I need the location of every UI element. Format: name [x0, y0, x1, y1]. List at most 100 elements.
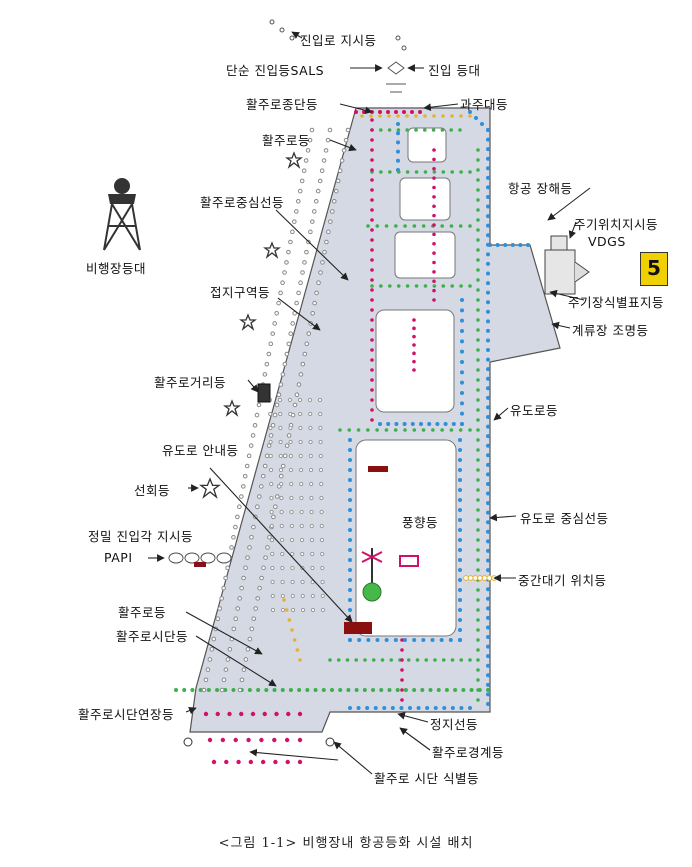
taxiway-centerline-light	[476, 668, 480, 672]
touchdown-zone-light	[289, 523, 294, 529]
runway-centerline-light	[304, 341, 310, 347]
touchdown-zone-light	[280, 551, 285, 557]
taxi-red-light	[432, 195, 436, 199]
threshold-wingbar-light	[428, 688, 433, 692]
touchdown-zone-light	[269, 537, 275, 543]
runway-centerline-light	[233, 524, 238, 530]
label-stopway: 과주대등	[460, 97, 509, 112]
stop-bar-light	[400, 688, 404, 692]
touchdown-zone-light	[268, 453, 273, 459]
taxiway-centerline-light	[476, 438, 480, 442]
taxiway-centerline-light	[476, 268, 480, 272]
runway-centerline-light	[259, 575, 264, 581]
taxiway-centerline-light	[405, 284, 410, 288]
runway-centerline-light	[294, 300, 299, 306]
taxiway-centerline-light	[476, 328, 480, 332]
taxiway-edge-light	[348, 598, 352, 602]
threshold-wingbar-light	[453, 688, 458, 692]
runway-centerline-light	[257, 585, 262, 591]
runway-centerline-light	[268, 341, 274, 347]
taxiway-edge-light	[348, 498, 352, 502]
taxiway-edge-light	[348, 558, 352, 562]
taxiway-centerline-light	[405, 128, 410, 132]
label-approach-beacon: 진입 등대	[428, 63, 481, 78]
touchdown-zone-light	[309, 509, 314, 515]
taxiway-edge-light	[357, 638, 362, 642]
runway-centerline-light	[284, 260, 289, 265]
taxiway-edge-light	[458, 638, 462, 642]
touchdown-zone-light	[288, 411, 293, 417]
touchdown-zone-light	[309, 481, 314, 487]
taxiway-centerline-light	[336, 658, 341, 662]
runway-centerline-light	[303, 158, 309, 163]
touchdown-zone-light	[278, 439, 283, 445]
taxiway-centerline-light	[476, 168, 480, 172]
taxiway-centerline-light	[396, 284, 401, 288]
taxiway-edge-light	[486, 147, 490, 152]
threshold-id-light	[262, 711, 267, 717]
taxiway-edge-light	[443, 422, 448, 426]
taxi-red-light	[370, 188, 374, 192]
taxiway-edge-light	[486, 453, 490, 458]
runway-centerline-light	[241, 575, 246, 581]
taxiway-edge-light	[458, 598, 462, 602]
touchdown-zone-light	[300, 607, 306, 613]
runway-centerline-light	[282, 270, 287, 275]
taxiway-centerline-light	[414, 128, 418, 132]
stop-bar-light	[400, 698, 404, 702]
star-markers	[199, 151, 303, 499]
threshold-id-light	[220, 737, 226, 743]
taxiway-edge-light	[425, 706, 430, 710]
taxiway-centerline-light	[476, 258, 480, 262]
threshold-wingbar-light	[313, 688, 318, 692]
taxiway-centerline-light	[476, 458, 480, 462]
taxi-red-light	[370, 128, 374, 132]
runway-centerline-light	[310, 310, 315, 316]
runway-centerline-light	[263, 555, 268, 560]
runway-centerline-light	[280, 372, 286, 377]
taxiway-edge-light	[458, 568, 462, 572]
taxiway-yellow-light	[441, 114, 445, 118]
runway-centerline-light	[292, 219, 297, 224]
touchdown-zone-light	[269, 509, 274, 515]
taxiway-centerline-light	[476, 368, 480, 372]
touchdown-zone-light	[297, 397, 303, 403]
threshold-id-light	[250, 711, 256, 717]
taxiway-centerline-light	[476, 288, 480, 292]
runway-centerline-light	[266, 443, 272, 448]
taxiway-edge-light	[458, 538, 462, 542]
touchdown-zone-light	[288, 425, 293, 431]
taxiway-centerline-light	[379, 170, 383, 174]
label-runway-centerline: 활주로중심선등	[200, 195, 285, 210]
runway-centerline-light	[243, 657, 249, 662]
taxiway-centerline-light	[476, 238, 480, 242]
taxiway-edge-light	[450, 706, 455, 710]
runway-centerline-light	[284, 443, 290, 448]
runway-centerline-light	[252, 422, 258, 428]
label-wind-cone: 풍향등	[402, 515, 439, 530]
label-papi-title: 정밀 진입각 지시등	[88, 529, 193, 544]
taxiway-centerline-light	[366, 428, 370, 432]
taxi-red-light	[370, 328, 374, 332]
touchdown-zone-light	[310, 551, 315, 557]
taxiway-centerline-light	[379, 128, 383, 132]
taxi-red-light	[370, 408, 374, 412]
runway-centerline-light	[329, 209, 335, 214]
touchdown-zone-light	[319, 509, 324, 515]
runway-centerline-light	[266, 351, 272, 357]
taxiway-yellow-light	[282, 598, 286, 602]
taxiway-centerline-light	[441, 284, 446, 288]
taxiway-centerline-light	[394, 224, 398, 228]
taxiway-edge-light	[348, 538, 352, 542]
taxiway-edge-light	[396, 131, 400, 136]
taxi-red-light	[370, 278, 374, 282]
runway-centerline-light	[243, 565, 248, 571]
runway-centerline-light	[305, 148, 311, 153]
threshold-wingbar-light	[395, 688, 400, 692]
taxiway-edge-light	[486, 376, 490, 381]
threshold-id-light	[260, 759, 266, 765]
taxiway-edge-light	[486, 386, 490, 391]
taxiway-centerline-light	[468, 658, 472, 662]
runway-centerline-light	[298, 372, 304, 377]
runway-centerline-light	[244, 463, 250, 469]
